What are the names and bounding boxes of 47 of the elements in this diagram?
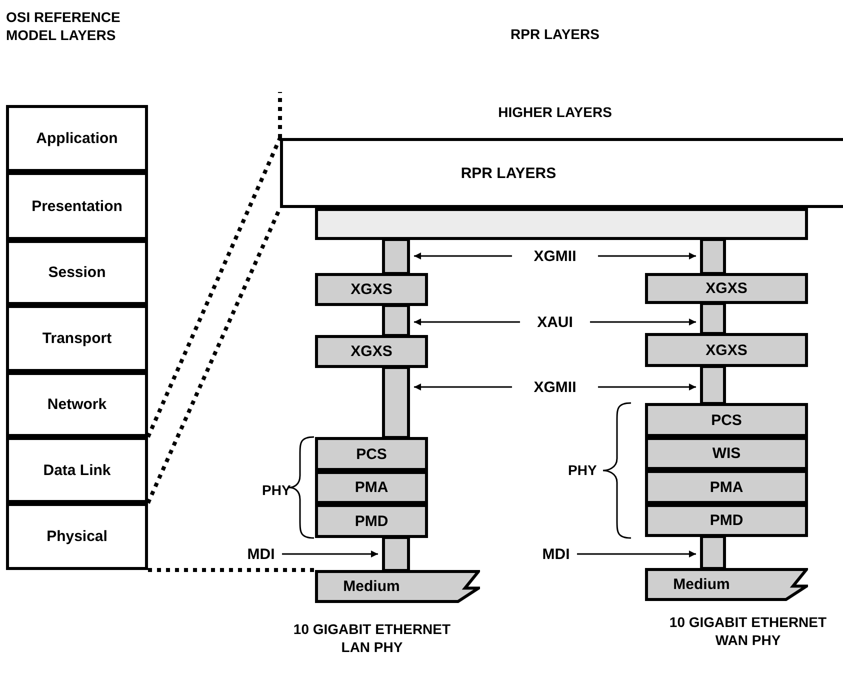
arrow bbox=[590, 318, 696, 326]
osi-layer-box: Physical bbox=[6, 503, 148, 570]
medium-block: Medium bbox=[315, 570, 480, 603]
column-caption: 10 GIGABIT ETHERNET WAN PHY bbox=[668, 613, 828, 649]
sublayer-box: PMA bbox=[645, 470, 808, 504]
dotted-line bbox=[148, 568, 315, 572]
sublayer-box: PCS bbox=[645, 403, 808, 437]
group-label: PHY bbox=[568, 461, 598, 479]
sublayer-box: PMA bbox=[315, 471, 428, 504]
arrow bbox=[598, 252, 696, 260]
column-caption: 10 GIGABIT ETHERNET LAN PHY bbox=[292, 620, 452, 656]
dotted-line bbox=[146, 137, 282, 438]
arrow bbox=[414, 252, 512, 260]
osi-layer-box: Session bbox=[6, 240, 148, 305]
sublayer-box: XGXS bbox=[315, 273, 428, 306]
osi-layer-box: Transport bbox=[6, 305, 148, 372]
osi-layer-box: Presentation bbox=[6, 172, 148, 240]
arrow bbox=[282, 550, 378, 558]
rpr-layers-band: RPR LAYERS bbox=[280, 138, 843, 208]
sublayer-box: PMD bbox=[645, 504, 808, 537]
connector-bar bbox=[700, 365, 726, 405]
sublayer-box: PMD bbox=[315, 504, 428, 538]
arrow bbox=[414, 318, 520, 326]
interface-label: MDI bbox=[240, 544, 282, 564]
connector-bar bbox=[382, 366, 410, 439]
sublayer-box: XGXS bbox=[315, 335, 428, 368]
interface-label: MDI bbox=[535, 544, 577, 564]
interface-label: XGMII bbox=[512, 377, 598, 397]
osi-layer-box: Data Link bbox=[6, 437, 148, 503]
sublayer-box: XGXS bbox=[645, 333, 808, 367]
interface-label: XGMII bbox=[512, 246, 598, 266]
osi-layer-box: Network bbox=[6, 372, 148, 437]
medium-block: Medium bbox=[645, 568, 808, 601]
group-label: PHY bbox=[262, 481, 292, 499]
sublayer-box: PCS bbox=[315, 437, 428, 471]
interface-label: XAUI bbox=[520, 312, 590, 332]
heading: HIGHER LAYERS bbox=[497, 103, 613, 121]
arrow bbox=[577, 550, 696, 558]
osi-layer-box: Application bbox=[6, 105, 148, 172]
heading: RPR LAYERS bbox=[510, 25, 600, 43]
sublayer-box bbox=[315, 208, 808, 240]
sublayer-box: WIS bbox=[645, 437, 808, 470]
heading: OSI REFERENCE MODEL LAYERS bbox=[6, 8, 122, 44]
sublayer-box: XGXS bbox=[645, 273, 808, 304]
arrow bbox=[598, 384, 696, 390]
arrow bbox=[414, 384, 512, 390]
dotted-line bbox=[278, 92, 282, 138]
